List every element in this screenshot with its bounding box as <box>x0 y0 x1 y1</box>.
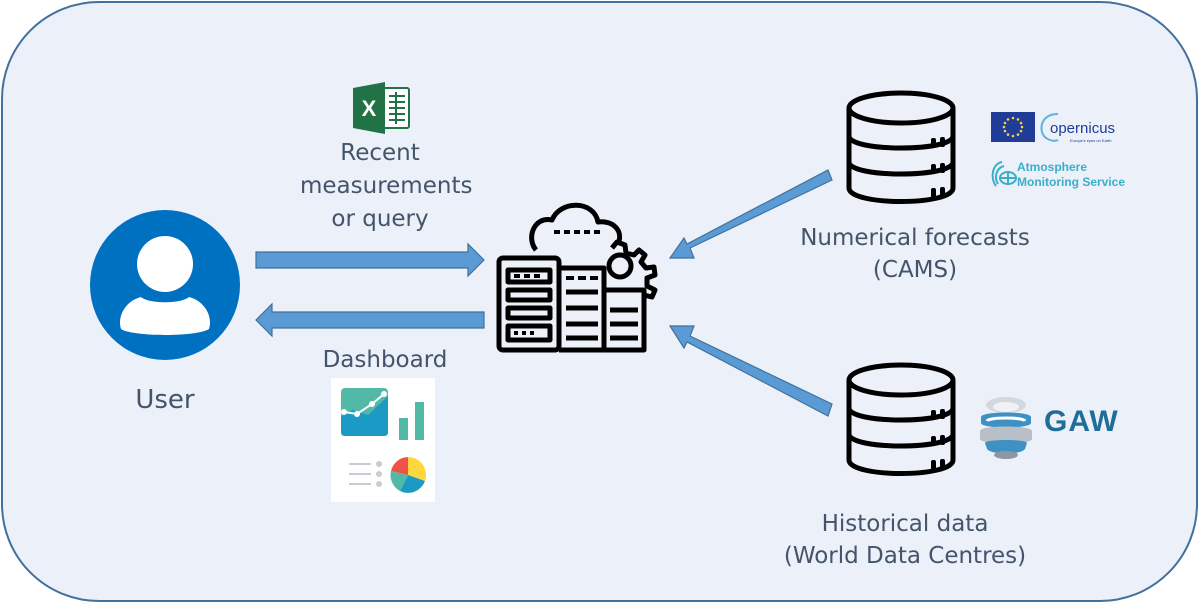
gaw-wordmark: GAW <box>1044 405 1119 438</box>
forecasts-database-icon <box>846 90 956 204</box>
edge-label-line2: measurements <box>300 173 473 199</box>
dashboard-icon <box>331 378 435 502</box>
excel-icon: X <box>353 82 410 134</box>
gaw-globe-icon <box>980 397 1032 459</box>
arrow-server-to-user <box>255 302 485 338</box>
user-label: User <box>135 385 195 415</box>
user-avatar-icon <box>90 210 240 360</box>
forecasts-label-line1: Numerical forecasts <box>800 225 1030 251</box>
arrow-forecasts-to-server <box>668 169 833 259</box>
cams-logo-line1: Atmosphere <box>1017 160 1088 174</box>
arrow-historical-to-server <box>668 325 833 417</box>
historical-database-icon <box>846 362 956 476</box>
cloud-server-gear-icon <box>496 202 658 353</box>
copernicus-logo-icon <box>1040 113 1059 142</box>
copernicus-tagline: Europe's eyes on Earth <box>1070 138 1112 143</box>
dashboard-label: Dashboard <box>322 347 448 373</box>
historical-label-line2: (World Data Centres) <box>783 543 1027 569</box>
cams-logo-line2: Monitoring Service <box>1017 175 1126 189</box>
historical-label-line1: Historical data <box>821 511 989 537</box>
cams-logo-icon <box>991 161 1017 187</box>
svg-text:X: X <box>362 96 377 121</box>
copernicus-wordmark: opernicus <box>1050 120 1116 137</box>
edge-label-line3: or query <box>331 206 429 232</box>
arrow-user-to-server <box>255 242 485 278</box>
edge-label-line1: Recent <box>340 140 420 166</box>
eu-flag-icon <box>991 112 1035 142</box>
forecasts-label-line2: (CAMS) <box>872 257 958 283</box>
